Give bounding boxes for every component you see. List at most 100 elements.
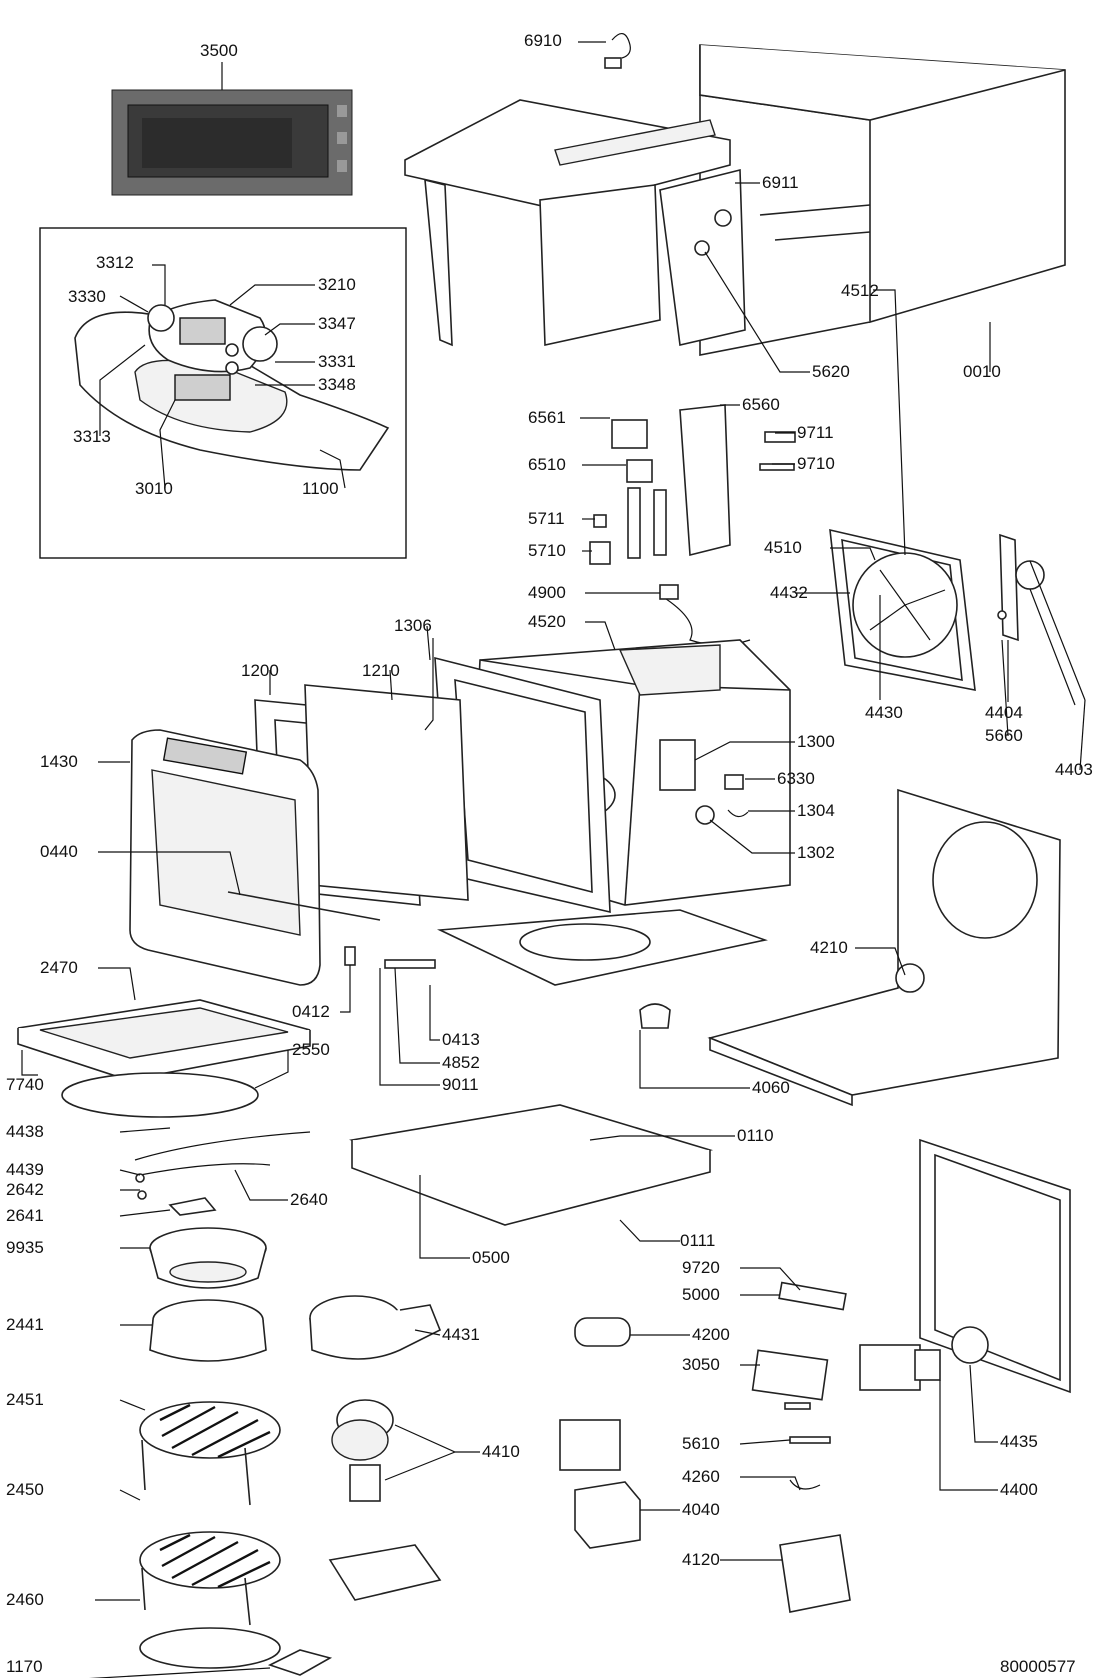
drip-tray <box>349 1104 714 1226</box>
turntable-ring <box>61 1072 259 1118</box>
callout-0110: 0110 <box>737 1126 774 1145</box>
grip-tool <box>267 1649 333 1676</box>
callout-4438: 4438 <box>6 1122 44 1141</box>
rear-frame <box>859 1138 1071 1394</box>
callout-0111: 0111 <box>680 1231 715 1250</box>
callout-6910: 6910 <box>524 31 562 50</box>
thermal-switch-6910 <box>604 33 631 69</box>
callout-3010: 3010 <box>135 479 173 498</box>
callout-6330: 6330 <box>777 769 815 788</box>
callout-1306: 1306 <box>394 616 432 635</box>
lower-electrical-parts <box>559 1281 851 1613</box>
callout-0413: 0413 <box>442 1030 480 1049</box>
fan-wheel <box>331 1399 394 1461</box>
callout-4410: 4410 <box>482 1442 520 1461</box>
callout-3331: 3331 <box>318 352 356 371</box>
callout-7740: 7740 <box>6 1075 44 1094</box>
fan-housing <box>309 1295 442 1360</box>
oven-door <box>129 729 321 986</box>
hinge-pin-0412 <box>344 946 356 966</box>
callout-9011: 9011 <box>442 1075 479 1094</box>
sensor-6911 <box>714 209 732 227</box>
callout-4430: 4430 <box>865 703 903 722</box>
high-rack <box>139 1401 281 1506</box>
base-plate-assembly <box>707 788 1061 1107</box>
electrical-components <box>589 404 796 646</box>
callout-3500: 3500 <box>200 41 238 60</box>
callout-5000: 5000 <box>682 1285 720 1304</box>
callout-2441: 2441 <box>6 1315 44 1334</box>
callout-2470: 2470 <box>40 958 78 977</box>
callout-6510: 6510 <box>528 455 566 474</box>
callout-2550: 2550 <box>292 1040 330 1059</box>
callout-1300: 1300 <box>797 732 835 751</box>
callout-4439: 4439 <box>6 1160 44 1179</box>
callout-4520: 4520 <box>528 612 566 631</box>
baking-tray <box>17 999 311 1081</box>
callout-4404: 4404 <box>985 703 1023 722</box>
callout-4432: 4432 <box>770 583 808 602</box>
top-chassis <box>404 99 746 347</box>
display-module-photo <box>111 89 353 196</box>
callout-2641: 2641 <box>6 1206 44 1225</box>
callout-4260: 4260 <box>682 1467 720 1486</box>
callout-4510: 4510 <box>764 538 802 557</box>
interlock-parts <box>659 739 749 825</box>
callout-4400: 4400 <box>1000 1480 1038 1499</box>
callout-0412: 0412 <box>292 1002 330 1021</box>
callout-4852: 4852 <box>442 1053 480 1072</box>
callout-4403: 4403 <box>1055 760 1093 779</box>
callout-3312: 3312 <box>96 253 134 272</box>
callout-4900: 4900 <box>528 583 566 602</box>
callout-2460: 2460 <box>6 1590 44 1609</box>
callout-2642: 2642 <box>6 1180 44 1199</box>
callout-1304: 1304 <box>797 801 835 820</box>
bracket-4852 <box>384 959 436 969</box>
drawing-number: 80000577 <box>1000 1657 1076 1676</box>
fan-motor <box>349 1464 381 1502</box>
callout-3210: 3210 <box>318 275 356 294</box>
callout-5710: 5710 <box>528 541 566 560</box>
callout-5620: 5620 <box>812 362 850 381</box>
callout-3313: 3313 <box>73 427 111 446</box>
callout-1302: 1302 <box>797 843 835 862</box>
callout-4200: 4200 <box>692 1325 730 1344</box>
turntable-dish <box>149 1227 267 1289</box>
control-panel-inset-frame <box>39 227 407 559</box>
belt-pulley-assembly <box>997 533 1086 706</box>
door-hinge-rod <box>227 891 381 921</box>
callout-4512: 4512 <box>841 281 879 300</box>
turntable-plate <box>149 1299 267 1362</box>
callout-9935: 9935 <box>6 1238 44 1257</box>
callout-3330: 3330 <box>68 287 106 306</box>
callout-1210: 1210 <box>362 661 400 680</box>
callout-1170: 1170 <box>6 1657 43 1676</box>
callout-4431: 4431 <box>442 1325 480 1344</box>
callout-1200: 1200 <box>241 661 279 680</box>
callout-1100: 1100 <box>302 479 339 498</box>
callout-4435: 4435 <box>1000 1432 1038 1451</box>
callout-2451: 2451 <box>6 1390 44 1409</box>
outer-casing <box>699 44 1066 356</box>
door-mesh-panel <box>304 684 469 901</box>
callout-5610: 5610 <box>682 1434 720 1453</box>
callout-4060: 4060 <box>752 1078 790 1097</box>
leader-lines <box>21 41 1086 1678</box>
low-rack <box>139 1531 281 1626</box>
pizza-pan <box>139 1627 281 1669</box>
wire-harness <box>134 1131 311 1216</box>
callout-3348: 3348 <box>318 375 356 394</box>
fuse-5620 <box>694 240 710 256</box>
control-panel-assembly <box>74 299 390 471</box>
callout-6560: 6560 <box>742 395 780 414</box>
callout-3050: 3050 <box>682 1355 720 1374</box>
callout-4120: 4120 <box>682 1550 720 1569</box>
callout-3347: 3347 <box>318 314 356 333</box>
fan-cover-assembly <box>829 528 976 691</box>
callout-2450: 2450 <box>6 1480 44 1499</box>
callout-9720: 9720 <box>682 1258 720 1277</box>
callout-4040: 4040 <box>682 1500 720 1519</box>
callout-4210: 4210 <box>810 938 848 957</box>
